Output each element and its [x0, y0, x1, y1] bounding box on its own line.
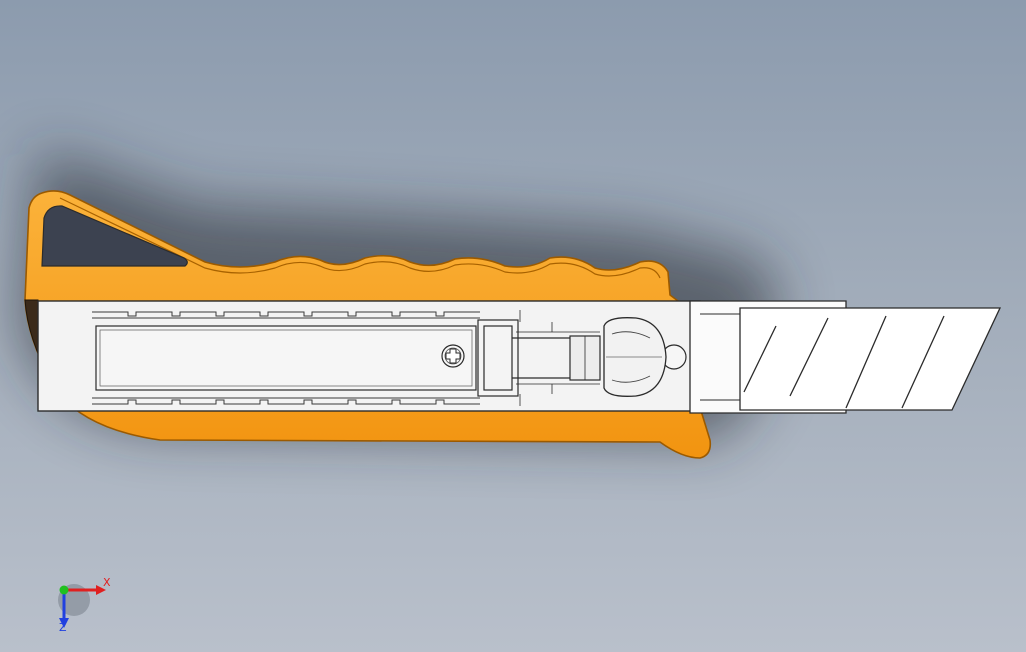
handle-window [41, 205, 188, 267]
inner-rail [95, 325, 477, 391]
axis-label-x: X [103, 576, 111, 589]
slider-rack-bottom [92, 397, 480, 405]
slider-thumb-button [603, 317, 687, 397]
slider-carriage [477, 310, 601, 406]
axis-triad-icon [58, 584, 106, 628]
slider-rack-top [92, 311, 480, 319]
grip-rim [59, 197, 661, 279]
axis-label-z: Z [59, 621, 67, 634]
snap-off-blade [739, 307, 1002, 411]
screw-head-icon [441, 344, 465, 368]
